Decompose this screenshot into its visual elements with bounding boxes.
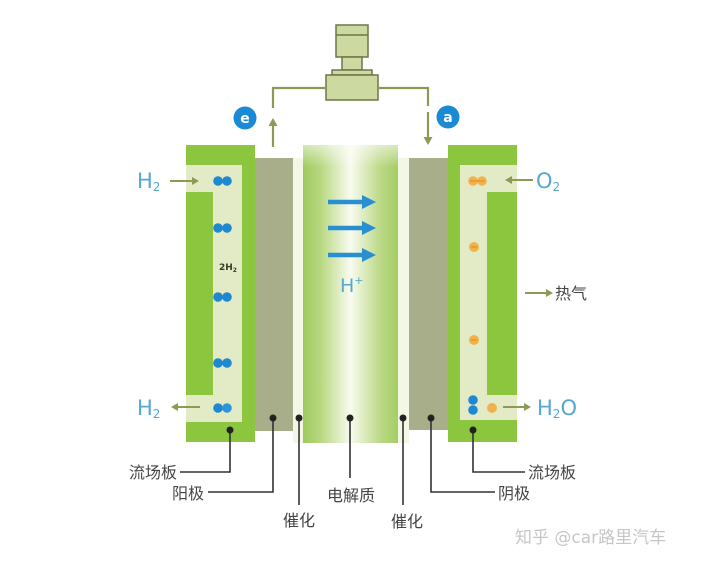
h2-molecule-icon (213, 176, 232, 186)
heat-out-arrow-icon (525, 289, 553, 297)
label-electrolyte: 电解质 (327, 486, 375, 505)
h2o-out-arrow-icon (503, 403, 531, 411)
wire-left (271, 86, 326, 108)
channel-note: 2H2 (219, 263, 237, 274)
leader-anode (208, 414, 277, 493)
h2-molecule-icon (213, 358, 232, 368)
a-badge: a (436, 105, 460, 129)
a-badge-label: a (443, 110, 452, 126)
h2o-out-label: H2O (537, 396, 577, 421)
h2-out-label: H2 (137, 396, 160, 421)
leader-catalyst-right (399, 414, 407, 505)
proton-arrow-icon (328, 248, 376, 262)
h2-molecule-icon (213, 223, 232, 233)
electrolyte (303, 145, 398, 443)
leader-cathode (427, 414, 495, 493)
heat-out-label: 热气 (555, 284, 587, 303)
label-flow-plate-left: 流场板 (129, 463, 177, 482)
leader-catalyst-left (295, 414, 303, 505)
h2-molecule-icon (213, 403, 232, 413)
anode (255, 158, 293, 431)
label-cathode: 阴极 (498, 484, 530, 503)
flow-plate-right (448, 145, 517, 442)
oxygen-atom-icon (469, 335, 479, 345)
water-molecule-icon (468, 395, 497, 415)
h2-molecule-icon (213, 292, 232, 302)
watermark: 知乎 @car路里汽车 (515, 528, 666, 548)
h2-in-label: H2 (137, 169, 160, 194)
electron-badge-label: e (240, 111, 250, 127)
cathode (409, 158, 448, 430)
h2-in-arrow-icon (170, 177, 199, 185)
label-flow-plate-right: 流场板 (528, 463, 576, 482)
o2-molecule-icon (468, 176, 487, 186)
electron-up-arrow-icon (268, 118, 278, 147)
motor-load-icon (325, 24, 379, 101)
leader-flow-plate-left (180, 426, 234, 473)
leader-flow-plate-right (469, 426, 525, 473)
proton-arrow-icon (328, 221, 376, 235)
label-anode: 阳极 (172, 484, 204, 503)
proton-arrow-icon (328, 195, 376, 209)
wire-right (378, 86, 430, 106)
gap-right (398, 158, 409, 443)
proton-label: H+ (340, 274, 364, 297)
gap-left (293, 158, 303, 443)
o2-in-label: O2 (536, 169, 560, 194)
current-down-arrow-icon (423, 112, 433, 145)
label-catalyst-left: 催化 (283, 511, 315, 530)
label-catalyst-right: 催化 (391, 512, 423, 531)
leader-electrolyte (346, 414, 354, 478)
electron-badge: e (233, 106, 257, 130)
o2-in-arrow-icon (505, 176, 533, 184)
h2-out-arrow-icon (171, 403, 200, 411)
oxygen-atom-icon (469, 242, 479, 252)
